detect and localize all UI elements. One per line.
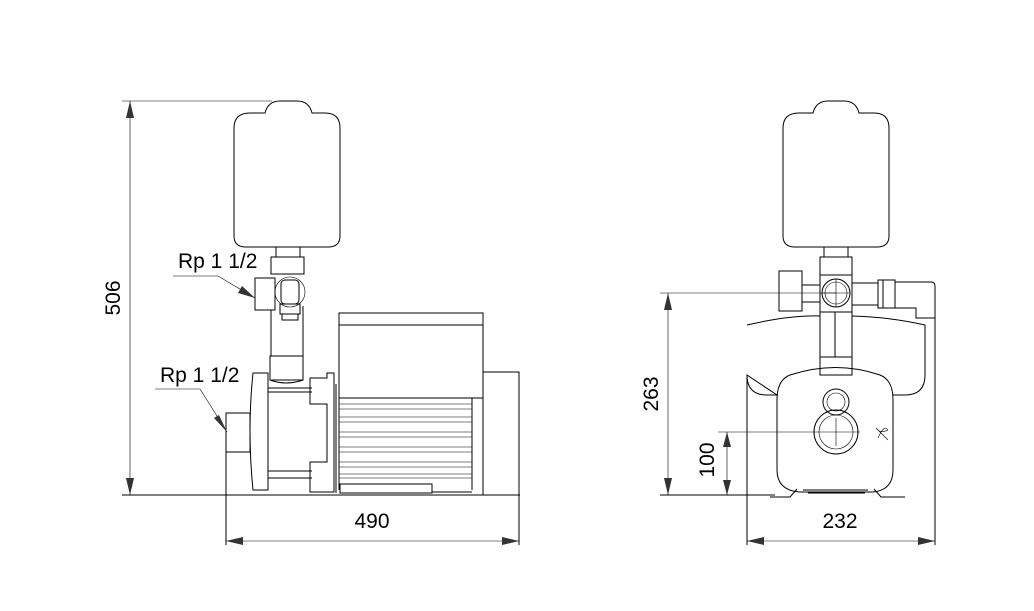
outlet-height-label: 263 (640, 376, 663, 411)
pump-shroud (746, 315, 926, 396)
outlet-connection-callout: Rp 1 1/2 (173, 250, 257, 299)
inlet-connection-callout: Rp 1 1/2 (155, 364, 239, 433)
width-dim-label: 232 (822, 510, 857, 533)
valve-assembly (778, 270, 936, 376)
length-dim-label: 490 (354, 510, 389, 533)
height-dimension: 506 (102, 100, 520, 496)
motor-fins (338, 398, 473, 490)
height-dim-label: 506 (102, 280, 125, 315)
length-dimension: 490 (226, 510, 519, 545)
outlet-connection-label: Rp 1 1/2 (178, 250, 257, 273)
inlet-height-dimension: 100 (696, 432, 731, 495)
width-dimension: 232 (746, 302, 936, 545)
side-view: 506 (102, 100, 520, 545)
pressure-tank (233, 100, 341, 275)
pump-front (718, 367, 905, 498)
outlet-height-dimension: 263 (640, 292, 836, 496)
front-view: 263 100 232 (640, 100, 936, 545)
pump-body (225, 312, 520, 545)
pressure-tank (782, 100, 890, 276)
outlet-valve (254, 276, 306, 384)
inlet-connection-label: Rp 1 1/2 (160, 364, 239, 387)
logo-mark (875, 427, 889, 441)
inlet-height-label: 100 (696, 442, 719, 477)
